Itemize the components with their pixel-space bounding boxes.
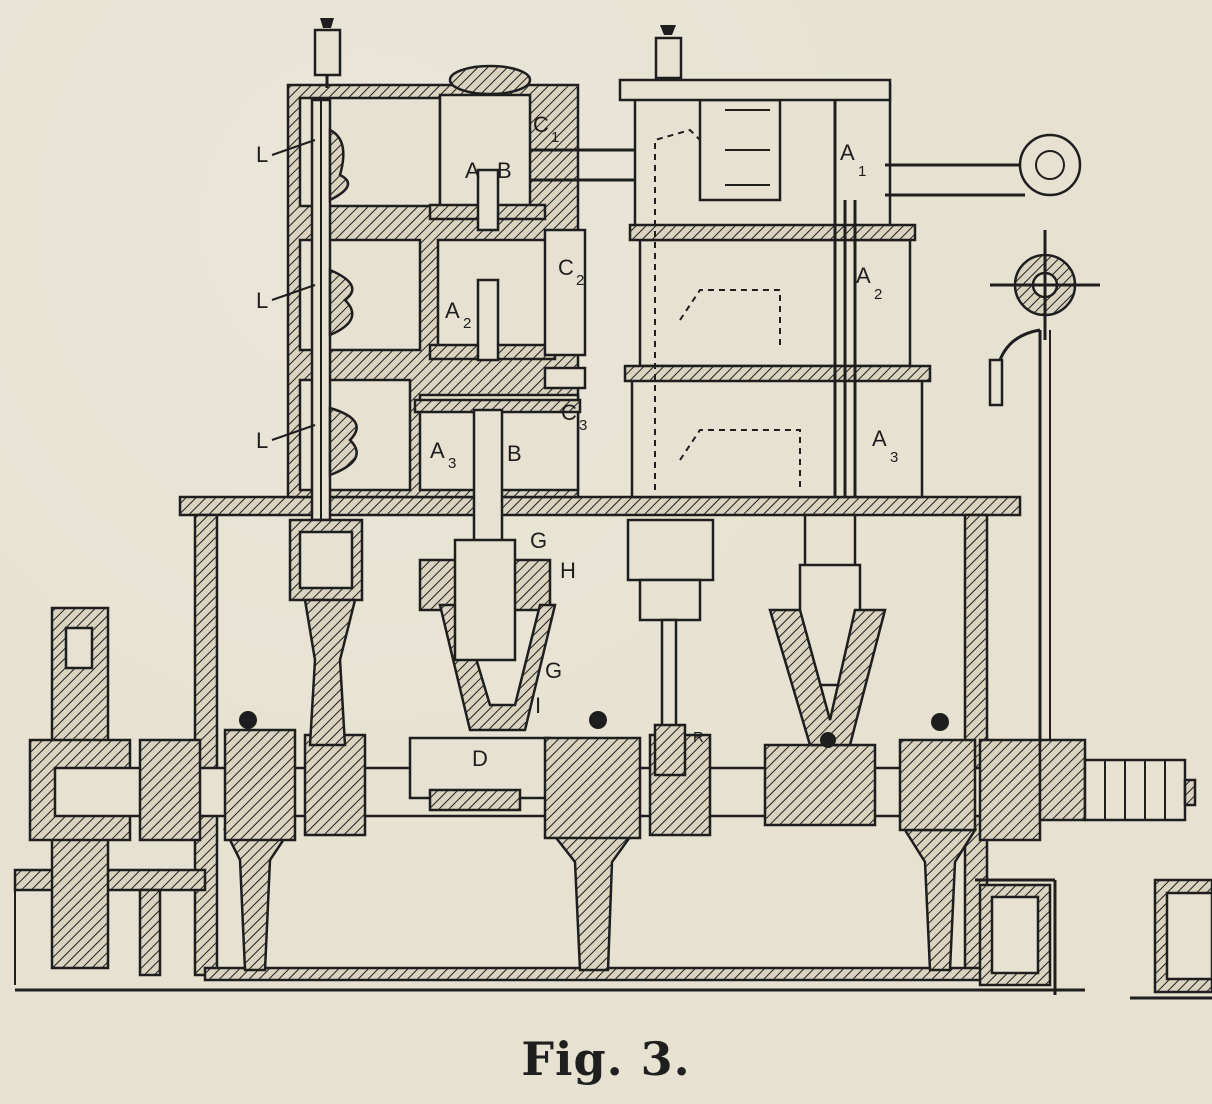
label-A2-right-sub: 2 [874, 286, 882, 303]
label-A1-right-sub: 1 [858, 163, 866, 180]
bearing-pedestals [222, 828, 978, 972]
part-labels: L L L A B C 1 C 2 C 3 A 2 A 3 B G H G I … [256, 112, 898, 771]
cylinder-stack-right [618, 25, 932, 499]
label-A: A [465, 158, 480, 183]
leader-lines [271, 139, 316, 441]
label-A2-right: A [856, 263, 871, 288]
label-G-top: G [530, 528, 547, 553]
label-C3-sub: 3 [579, 417, 587, 434]
label-L2: L [256, 288, 268, 313]
right-connecting-rods [626, 513, 887, 777]
label-C1-sub: 1 [551, 129, 559, 146]
figure-caption: Fig. 3. [521, 1032, 691, 1086]
reversing-gear [988, 133, 1100, 740]
label-L3: L [256, 428, 268, 453]
label-B-low: B [507, 441, 522, 466]
cylinder-stack-left [286, 18, 587, 642]
label-C3: C [561, 400, 577, 425]
engine-drawing: L L L A B C 1 C 2 C 3 A 2 A 3 B G H G I … [13, 18, 1212, 1000]
label-L1: L [256, 142, 268, 167]
label-D: D [472, 746, 488, 771]
tie-rods [530, 148, 1025, 197]
label-H: H [560, 558, 576, 583]
label-A3-right-sub: 3 [890, 449, 898, 466]
label-A2-left: A [445, 298, 460, 323]
label-C2-sub: 2 [576, 272, 584, 289]
pump-coupling [1038, 738, 1197, 822]
left-crosshead [288, 518, 557, 747]
label-C2: C [558, 255, 574, 280]
label-A3-right: A [872, 426, 887, 451]
label-A3-left-sub: 3 [448, 455, 456, 472]
label-G-low: G [545, 658, 562, 683]
label-B-top: B [497, 158, 512, 183]
label-A1-right: A [840, 140, 855, 165]
label-R: R [693, 729, 704, 746]
label-A2-left-sub: 2 [463, 315, 471, 332]
label-I: I [535, 693, 541, 718]
label-C1: C [533, 112, 549, 137]
ground-line [14, 875, 1212, 1000]
crankshaft [53, 711, 1042, 842]
label-A3-left: A [430, 438, 445, 463]
